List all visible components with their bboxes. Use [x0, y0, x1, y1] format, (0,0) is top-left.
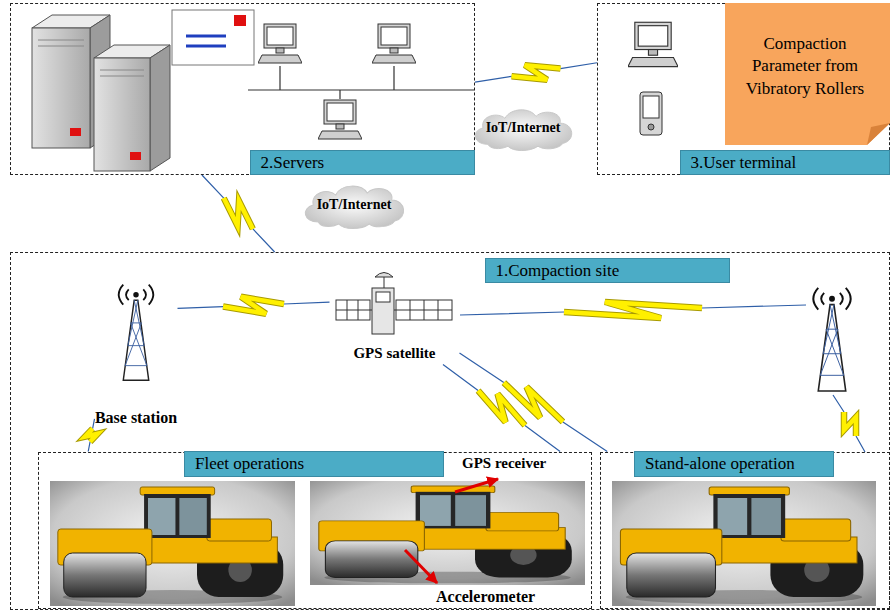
- link-line: [443, 365, 560, 452]
- workstation-icon: [372, 24, 416, 63]
- note-text: Compaction Parameter from Vibratory Roll…: [725, 27, 890, 119]
- server-icon: [94, 58, 150, 171]
- lan-wiring: [248, 66, 474, 99]
- link-line: [202, 175, 275, 252]
- workstation-icon: [258, 22, 678, 139]
- region-label: Fleet operations: [184, 451, 444, 477]
- base-station-tower: [119, 285, 154, 380]
- server-icon: [70, 128, 81, 136]
- lightning-bolt: [85, 429, 98, 442]
- base-station-tower: [119, 285, 851, 391]
- server-icon: [130, 152, 141, 160]
- servers-region: 2.Servers: [10, 3, 475, 175]
- server-icon: [32, 15, 170, 171]
- internet-cloud: IoT/Internet: [468, 104, 578, 152]
- wireless-link: [460, 305, 865, 452]
- gps-satellite-icon: [372, 288, 394, 334]
- gps-satellite-icon: [376, 292, 390, 302]
- gps-satellite-icon: [336, 272, 452, 334]
- gps-receiver-callout: GPS receiver: [462, 455, 546, 472]
- gps-satellite-icon: [336, 300, 370, 320]
- lightning-outline: [512, 65, 561, 80]
- wireless-link: [443, 365, 560, 452]
- fleet-operations-region: Fleet operations: [38, 452, 592, 609]
- lan-wiring: [248, 66, 474, 99]
- base-station-node: Base station: [95, 280, 178, 430]
- server-icon: [150, 45, 170, 171]
- server-icon: [100, 70, 144, 76]
- server-icon: [38, 40, 84, 46]
- callout-arrow: [405, 550, 437, 583]
- document-icon: [186, 36, 226, 46]
- base-station-tower: [813, 288, 850, 391]
- server-icon: [32, 28, 90, 148]
- handheld-icon: [640, 92, 662, 135]
- lightning-bolt: [224, 198, 253, 229]
- wireless-link: [564, 302, 856, 436]
- link-line: [460, 353, 608, 452]
- note-fold: [867, 123, 890, 145]
- lightning-bolt: [504, 383, 563, 422]
- icon-label: GPS satellite: [330, 345, 460, 362]
- workstation-icon: [628, 22, 678, 66]
- lightning-bolt: [512, 65, 561, 80]
- icon-label: Base station: [95, 409, 178, 427]
- cloud-shape: [305, 186, 403, 228]
- workstation-icon: [258, 24, 302, 63]
- vibratory-roller-photo: [310, 481, 585, 585]
- cloud-label: IoT/Internet: [317, 197, 392, 213]
- gps-satellite-icon: [370, 300, 452, 320]
- wireless-link: [202, 175, 275, 252]
- region-label: 3.User terminal: [680, 150, 890, 175]
- workstation-icon: [318, 100, 362, 139]
- region-label: 2.Servers: [250, 150, 475, 175]
- callout-arrow: [455, 479, 498, 492]
- vibratory-roller-photo: [50, 481, 295, 606]
- compaction-site-region: 1.Compaction siteGPS satelliteBase stati…: [10, 252, 890, 610]
- wireless-link: [178, 297, 330, 314]
- lightning-outline: [224, 198, 253, 229]
- handheld-icon: [648, 124, 654, 130]
- document-icon: [234, 15, 246, 26]
- stand-alone-region: Stand-alone operation: [600, 452, 890, 609]
- note-shape: [725, 3, 890, 145]
- wireless-link: [460, 302, 865, 452]
- cloud-shape: [475, 110, 572, 151]
- wireless-link: [460, 353, 608, 452]
- lightning-outline: [223, 297, 284, 314]
- document-icon: [172, 10, 254, 65]
- cloud-label: IoT/Internet: [486, 120, 561, 136]
- document-icon: [172, 10, 254, 65]
- wireless-link: [475, 63, 597, 82]
- lightning-outline: [504, 383, 563, 422]
- wireless-link: [564, 302, 856, 436]
- vibratory-roller-photo: [612, 481, 876, 606]
- link-line: [475, 63, 597, 82]
- handheld-icon: [643, 96, 659, 118]
- lightning-bolt: [223, 297, 284, 314]
- region-label: Stand-alone operation: [634, 451, 834, 477]
- handheld-icon: [640, 92, 662, 135]
- region-label: 1.Compaction site: [485, 258, 730, 283]
- user-terminal-region: 3.User terminal Compaction Parameter from…: [597, 3, 890, 175]
- gps-satellite-icon: [375, 273, 393, 278]
- parameter-note: Compaction Parameter from Vibratory Roll…: [725, 3, 890, 145]
- satellite-node: GPS satellite: [330, 270, 460, 365]
- gps-satellite-icon: [336, 300, 370, 320]
- vibratory-roller-photo: [50, 481, 876, 606]
- lightning-outline: [85, 429, 98, 442]
- callout-arrow: [405, 479, 498, 583]
- accelerometer-callout: Accelerometer: [436, 588, 535, 606]
- internet-cloud: IoT/Internet: [298, 180, 410, 230]
